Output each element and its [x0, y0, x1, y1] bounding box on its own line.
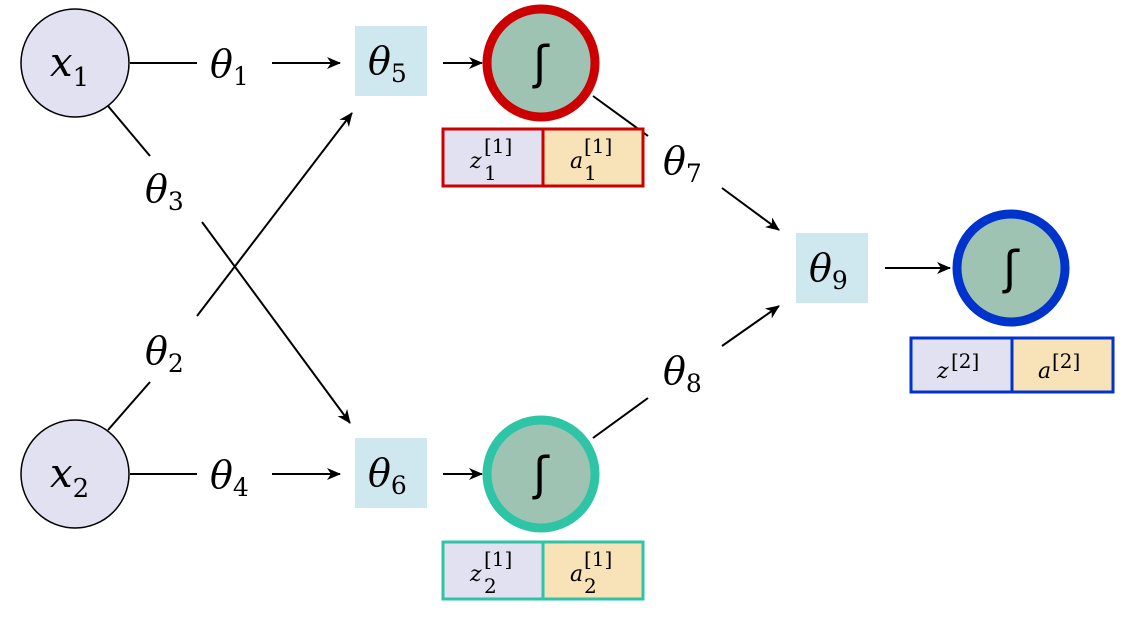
a-label: a	[570, 149, 583, 174]
svg-text:[1]: [1]	[484, 134, 512, 158]
svg-text:1: 1	[484, 161, 497, 185]
svg-text:1: 1	[584, 161, 597, 185]
output-neuron: ʃ	[952, 209, 1070, 327]
svg-text:2: 2	[484, 574, 497, 598]
edge-theta3-theta6	[201, 221, 351, 424]
svg-text:x2: x2	[50, 451, 89, 504]
svg-text:θ6: θ6	[368, 451, 407, 500]
edge-theta7-theta9	[721, 187, 780, 231]
label-theta1: θ1	[210, 42, 249, 91]
edge-x2-theta2	[107, 381, 151, 431]
sigmoid-icon: ʃ	[532, 36, 550, 90]
label-theta2: θ2	[145, 329, 184, 378]
sigmoid-icon: ʃ	[1002, 241, 1020, 295]
svg-text:θ5: θ5	[368, 39, 407, 88]
z-label: z	[469, 562, 482, 587]
z-label: z	[469, 149, 482, 174]
label-theta7: θ7	[663, 139, 702, 188]
z-label: z	[936, 359, 949, 384]
edge-theta8-theta9	[721, 305, 780, 347]
svg-text:[1]: [1]	[584, 547, 612, 571]
hidden-neuron-2: ʃ	[482, 415, 600, 533]
edge-theta2-theta5	[196, 112, 353, 317]
param-box-theta9: θ9	[796, 233, 868, 303]
svg-text:[1]: [1]	[484, 547, 512, 571]
activation-box-h1: z [1] 1 a [1] 1	[441, 127, 645, 188]
svg-text:[2]: [2]	[1052, 349, 1080, 373]
param-box-theta5: θ5	[355, 26, 427, 96]
hidden-neuron-1: ʃ	[482, 4, 600, 122]
svg-text:[1]: [1]	[584, 134, 612, 158]
input-node-x1: x1	[20, 8, 130, 118]
input-node-x2: x2	[20, 419, 130, 529]
svg-text:θ9: θ9	[809, 246, 848, 295]
activation-box-h2: z [1] 2 a [1] 2	[441, 540, 645, 601]
label-theta3: θ3	[145, 167, 184, 216]
sigmoid-icon: ʃ	[532, 447, 550, 501]
a-label: a	[1038, 359, 1051, 384]
svg-text:[2]: [2]	[951, 349, 979, 373]
edge-h2-theta8	[592, 397, 649, 439]
label-theta8: θ8	[663, 349, 702, 398]
edge-x1-theta3	[107, 105, 151, 157]
a-label: a	[570, 562, 583, 587]
param-box-theta6: θ6	[355, 438, 427, 508]
svg-text:x1: x1	[50, 40, 89, 93]
svg-text:2: 2	[584, 574, 597, 598]
activation-box-out: z [2] a [2]	[909, 336, 1115, 394]
label-theta4: θ4	[210, 453, 249, 502]
